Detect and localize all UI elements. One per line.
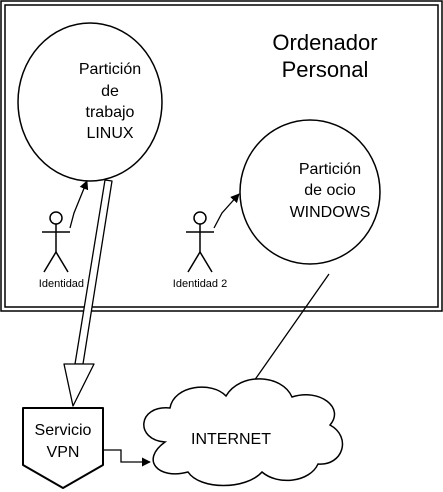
computer-container xyxy=(0,0,443,312)
windows-node-line-3: WINDOWS xyxy=(290,204,371,221)
linux-partition-node[interactable] xyxy=(17,22,163,182)
windows-partition-node[interactable] xyxy=(239,119,381,265)
edge-identity-2-to-windows xyxy=(213,193,240,229)
edge-linux-to-vpn xyxy=(63,179,113,407)
linux-node-line-4: LINUX xyxy=(86,125,133,142)
actor-identity-1-figure xyxy=(42,211,70,273)
linux-node-line-2: de xyxy=(101,83,119,100)
actor-identity-1-label: Identidad 1 xyxy=(39,278,93,290)
edge-identity-1-to-linux xyxy=(69,180,89,229)
edge-windows-to-internet xyxy=(246,273,330,392)
actor-identity-2-figure xyxy=(186,211,214,273)
edge-vpn-to-internet xyxy=(103,449,151,467)
actor-identity-2-label: Identidad 2 xyxy=(173,278,227,290)
linux-node-line-3: trabajo xyxy=(86,104,135,121)
internet-node-label: INTERNET xyxy=(191,431,271,448)
internet-cloud-node[interactable] xyxy=(143,378,344,487)
linux-node-line-1: Partición xyxy=(79,61,141,78)
windows-node-line-1: Partición xyxy=(299,161,361,178)
vpn-service-node[interactable] xyxy=(22,407,104,489)
container-title-line-2: Personal xyxy=(282,57,369,82)
windows-node-line-2: de ocio xyxy=(304,182,356,199)
container-title-line-1: Ordenador xyxy=(272,30,377,55)
vpn-node-line-1: Servicio xyxy=(35,422,92,439)
vpn-node-line-2: VPN xyxy=(47,444,80,461)
